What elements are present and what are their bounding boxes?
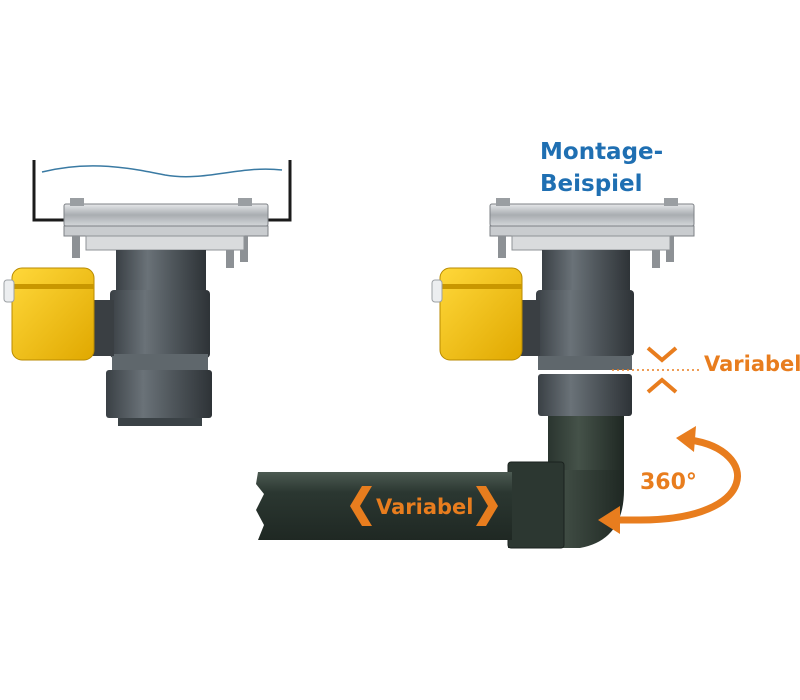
bracket-chevrons-icon xyxy=(350,486,498,526)
valve-top xyxy=(116,250,206,290)
flange-ring xyxy=(511,235,671,251)
bolt xyxy=(498,236,506,258)
valve-body xyxy=(110,290,210,358)
actuator-seam xyxy=(12,284,94,289)
bolt xyxy=(226,236,234,268)
elbow-socket xyxy=(507,461,565,549)
variable-gap-label: Variabel xyxy=(704,352,800,376)
bolt xyxy=(496,198,510,206)
union-nut xyxy=(538,374,632,416)
bolt xyxy=(72,236,80,258)
actuator-housing xyxy=(439,267,523,361)
title-line-1: Montage- xyxy=(540,139,664,165)
watermark-text: Caravaning-Shop.ch xyxy=(374,443,546,457)
valve-collar xyxy=(112,354,208,370)
rotation-label: 360° xyxy=(640,470,697,495)
bolt xyxy=(70,198,84,206)
title-line-2: Beispiel xyxy=(540,171,643,197)
union-end xyxy=(118,418,202,426)
valve-top xyxy=(542,250,630,290)
actuator-seam xyxy=(440,284,522,289)
left-assembly xyxy=(3,160,292,426)
union-nut xyxy=(106,370,212,418)
actuator-bracket xyxy=(92,300,114,356)
bolt xyxy=(238,198,252,206)
horizontal-pipe xyxy=(256,472,512,540)
right-assembly xyxy=(256,198,695,549)
valve-body xyxy=(536,290,634,356)
actuator-connector xyxy=(3,279,15,303)
double-chevron-gap-icon xyxy=(646,346,678,394)
actuator-housing xyxy=(11,267,95,361)
bolt xyxy=(664,198,678,206)
valve-collar xyxy=(538,356,632,370)
tank-flange xyxy=(489,203,695,227)
mounting-example-title: Montage- Beispiel xyxy=(540,136,700,200)
bolt xyxy=(652,236,660,268)
actuator-connector xyxy=(431,279,443,303)
actuator-bracket xyxy=(520,300,540,356)
water-surface xyxy=(41,165,283,178)
flange-ring xyxy=(85,235,245,251)
curved-rotation-arrow-icon xyxy=(598,426,741,534)
variable-pipe-length-label: Variabel xyxy=(376,495,474,519)
flange-plate xyxy=(63,225,269,237)
tank-flange xyxy=(63,203,269,227)
flange-plate xyxy=(489,225,695,237)
